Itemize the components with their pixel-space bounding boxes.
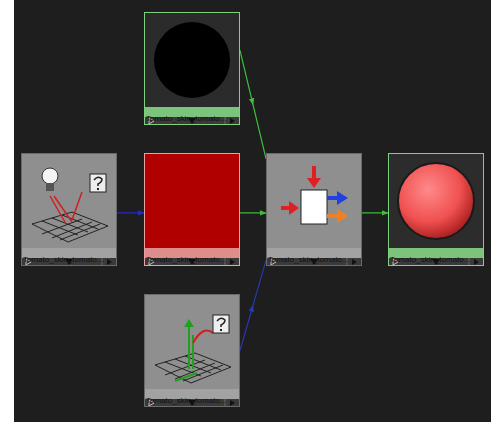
connection-wire (362, 212, 388, 213)
node-label-bar: Tomato_skin_tomato... (267, 248, 361, 258)
shader-node: Tomato_skin_tomato... (144, 12, 240, 125)
node-name: Tomato_skin_tomato... (145, 114, 226, 124)
swatch-icon (267, 154, 361, 265)
swatch-icon (145, 295, 239, 406)
swatch-icon (22, 154, 116, 265)
node-name: Tomato_skin_tomato... (145, 396, 226, 406)
swatch-icon (145, 13, 239, 124)
node-name: Tomato_skin_tomato... (267, 255, 348, 265)
connection-wire (240, 212, 266, 213)
swatch-icon (389, 154, 483, 265)
node-label-bar: Tomato_skin_tomato... (145, 107, 239, 117)
shader-node: Tomato_skin_tomato... (144, 153, 240, 266)
node-label-bar: Tomato_skin_tomato... (22, 248, 116, 258)
node-label-bar: Tomato_skin_tomato... (389, 248, 483, 258)
connection-wire (117, 212, 144, 213)
panel-ground (14, 0, 491, 422)
shader-node: Tomato_skin_tomato... (388, 153, 484, 266)
node-label-bar: Tomato_skin_tomato... (145, 248, 239, 258)
shader-node: Tomato_skin_tomato... (266, 153, 362, 266)
node-name: Tomato_skin_tomato... (389, 255, 470, 265)
shader-node: Tomato_skin_tomato... (21, 153, 117, 266)
connection-wire (240, 50, 266, 158)
swatch-icon (145, 154, 239, 265)
shader-node: Tomato_skin_tomato... (144, 294, 240, 407)
connection-wire (240, 260, 266, 350)
node-name: Tomato_skin_tomato... (145, 255, 226, 265)
node-label-bar: Tomato_skin_tomato... (145, 389, 239, 399)
node-name: Tomato_skin_tomato... (22, 255, 103, 265)
